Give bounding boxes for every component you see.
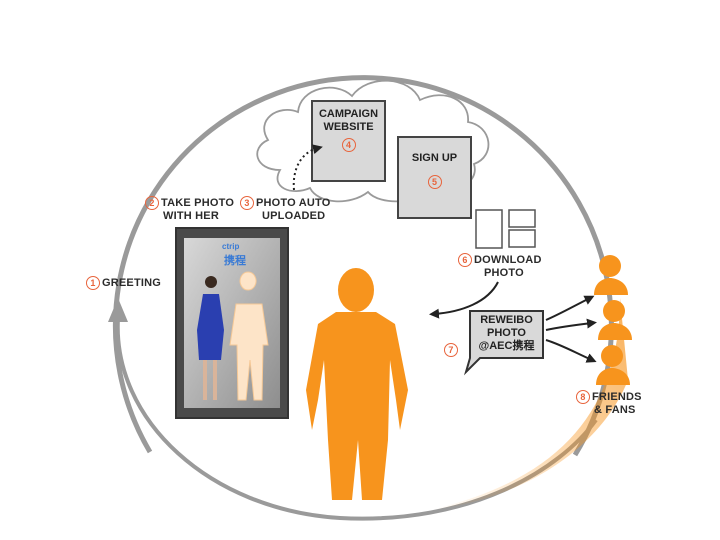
share-arrow-2 — [545, 318, 597, 331]
reweibo-line1: REWEIBO — [480, 314, 533, 326]
step-take-photo-line1: TAKE PHOTO — [161, 196, 235, 209]
step-number-2: 2 — [145, 196, 159, 210]
download-line1: DOWNLOAD — [474, 253, 542, 266]
step-number-3: 3 — [240, 196, 254, 210]
step-sign-up: SIGN UP 5 — [398, 152, 471, 189]
cycle-ring-arrowhead — [108, 298, 128, 322]
friend-icon-1 — [594, 255, 628, 295]
campaign-line1: CAMPAIGN — [318, 108, 379, 120]
download-line2: PHOTO — [484, 267, 524, 279]
step-number-4: 4 — [341, 138, 356, 152]
step-photo-upload-line2: UPLOADED — [262, 210, 326, 222]
person-silhouette — [306, 268, 408, 500]
kiosk-logo: 携程 — [224, 255, 246, 267]
sign-up-label: SIGN UP — [411, 152, 458, 164]
step-number-7: 7 — [444, 343, 458, 357]
step-greeting-label: GREETING — [102, 276, 162, 289]
photo-thumb-landscape-2 — [508, 229, 536, 248]
photo-thumb-portrait — [475, 209, 503, 249]
step-number-8: 8 — [576, 390, 590, 404]
step-take-photo-line2: WITH HER — [163, 210, 219, 222]
share-arrow-3 — [545, 339, 597, 363]
reweibo-line2: PHOTO — [487, 327, 526, 339]
step-number-1: 1 — [86, 276, 100, 290]
step-photo-upload-line1: PHOTO AUTO — [256, 196, 331, 209]
kiosk-logo-small: ctrip — [222, 242, 240, 251]
step-reweibo: REWEIBO PHOTO @AEC携程 — [470, 314, 543, 353]
photo-thumb-landscape-1 — [508, 209, 536, 228]
reweibo-line3: @AEC携程 — [478, 340, 535, 352]
share-arrow-1 — [545, 295, 595, 321]
step-number-6: 6 — [458, 253, 472, 267]
step-number-7-wrap: 7 — [444, 343, 460, 357]
model-figure — [197, 276, 224, 400]
cycle-ring — [112, 75, 614, 457]
step-number-5: 5 — [427, 175, 442, 189]
campaign-line2: WEBSITE — [323, 121, 374, 133]
download-arrow — [429, 281, 499, 319]
reweibo-bubble — [463, 310, 544, 376]
friend-icon-3 — [596, 345, 630, 385]
step-campaign-website: CAMPAIGN WEBSITE 4 — [312, 108, 385, 152]
friends-line2: & FANS — [594, 404, 636, 416]
friends-line1: FRIENDS — [592, 390, 642, 403]
friend-icon-2 — [598, 300, 632, 340]
silhouette-placeholder — [229, 271, 269, 401]
upload-arrow — [292, 144, 323, 191]
